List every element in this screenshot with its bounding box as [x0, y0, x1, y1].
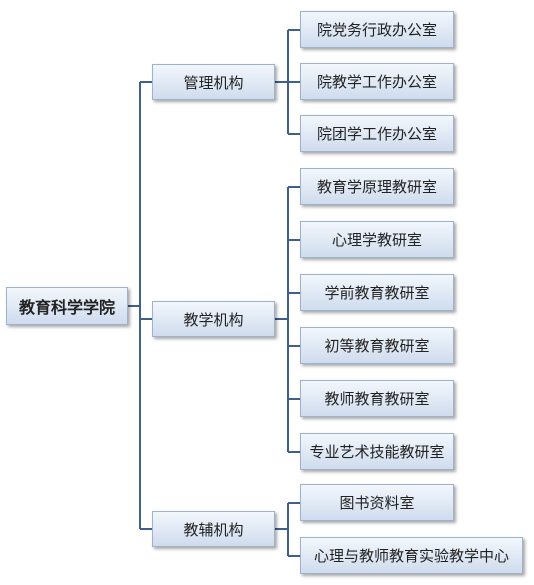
group-node-teaching: 教学机构	[152, 301, 275, 337]
unit-node: 心理学教研室	[300, 221, 454, 258]
unit-node: 学前教育教研室	[300, 274, 454, 311]
connector-group-teaching	[275, 186, 300, 453]
unit-node: 院党务行政办公室	[300, 11, 454, 48]
connector-root-to-groups	[128, 81, 152, 530]
unit-node: 初等教育教研室	[300, 327, 454, 364]
connector-group-auxiliary	[275, 502, 300, 557]
unit-node: 专业艺术技能教研室	[300, 433, 454, 470]
unit-node: 教育学原理教研室	[300, 168, 454, 205]
unit-node: 心理与教师教育实验教学中心	[300, 537, 523, 574]
group-node-management: 管理机构	[152, 64, 275, 100]
unit-node: 图书资料室	[300, 484, 454, 521]
root-node: 教育科学学院	[6, 287, 128, 325]
unit-node: 院教学工作办公室	[300, 63, 454, 100]
unit-node: 院团学工作办公室	[300, 115, 454, 152]
group-node-auxiliary: 教辅机构	[152, 511, 275, 547]
connector-group-management	[275, 29, 300, 135]
unit-node: 教师教育教研室	[300, 380, 454, 417]
